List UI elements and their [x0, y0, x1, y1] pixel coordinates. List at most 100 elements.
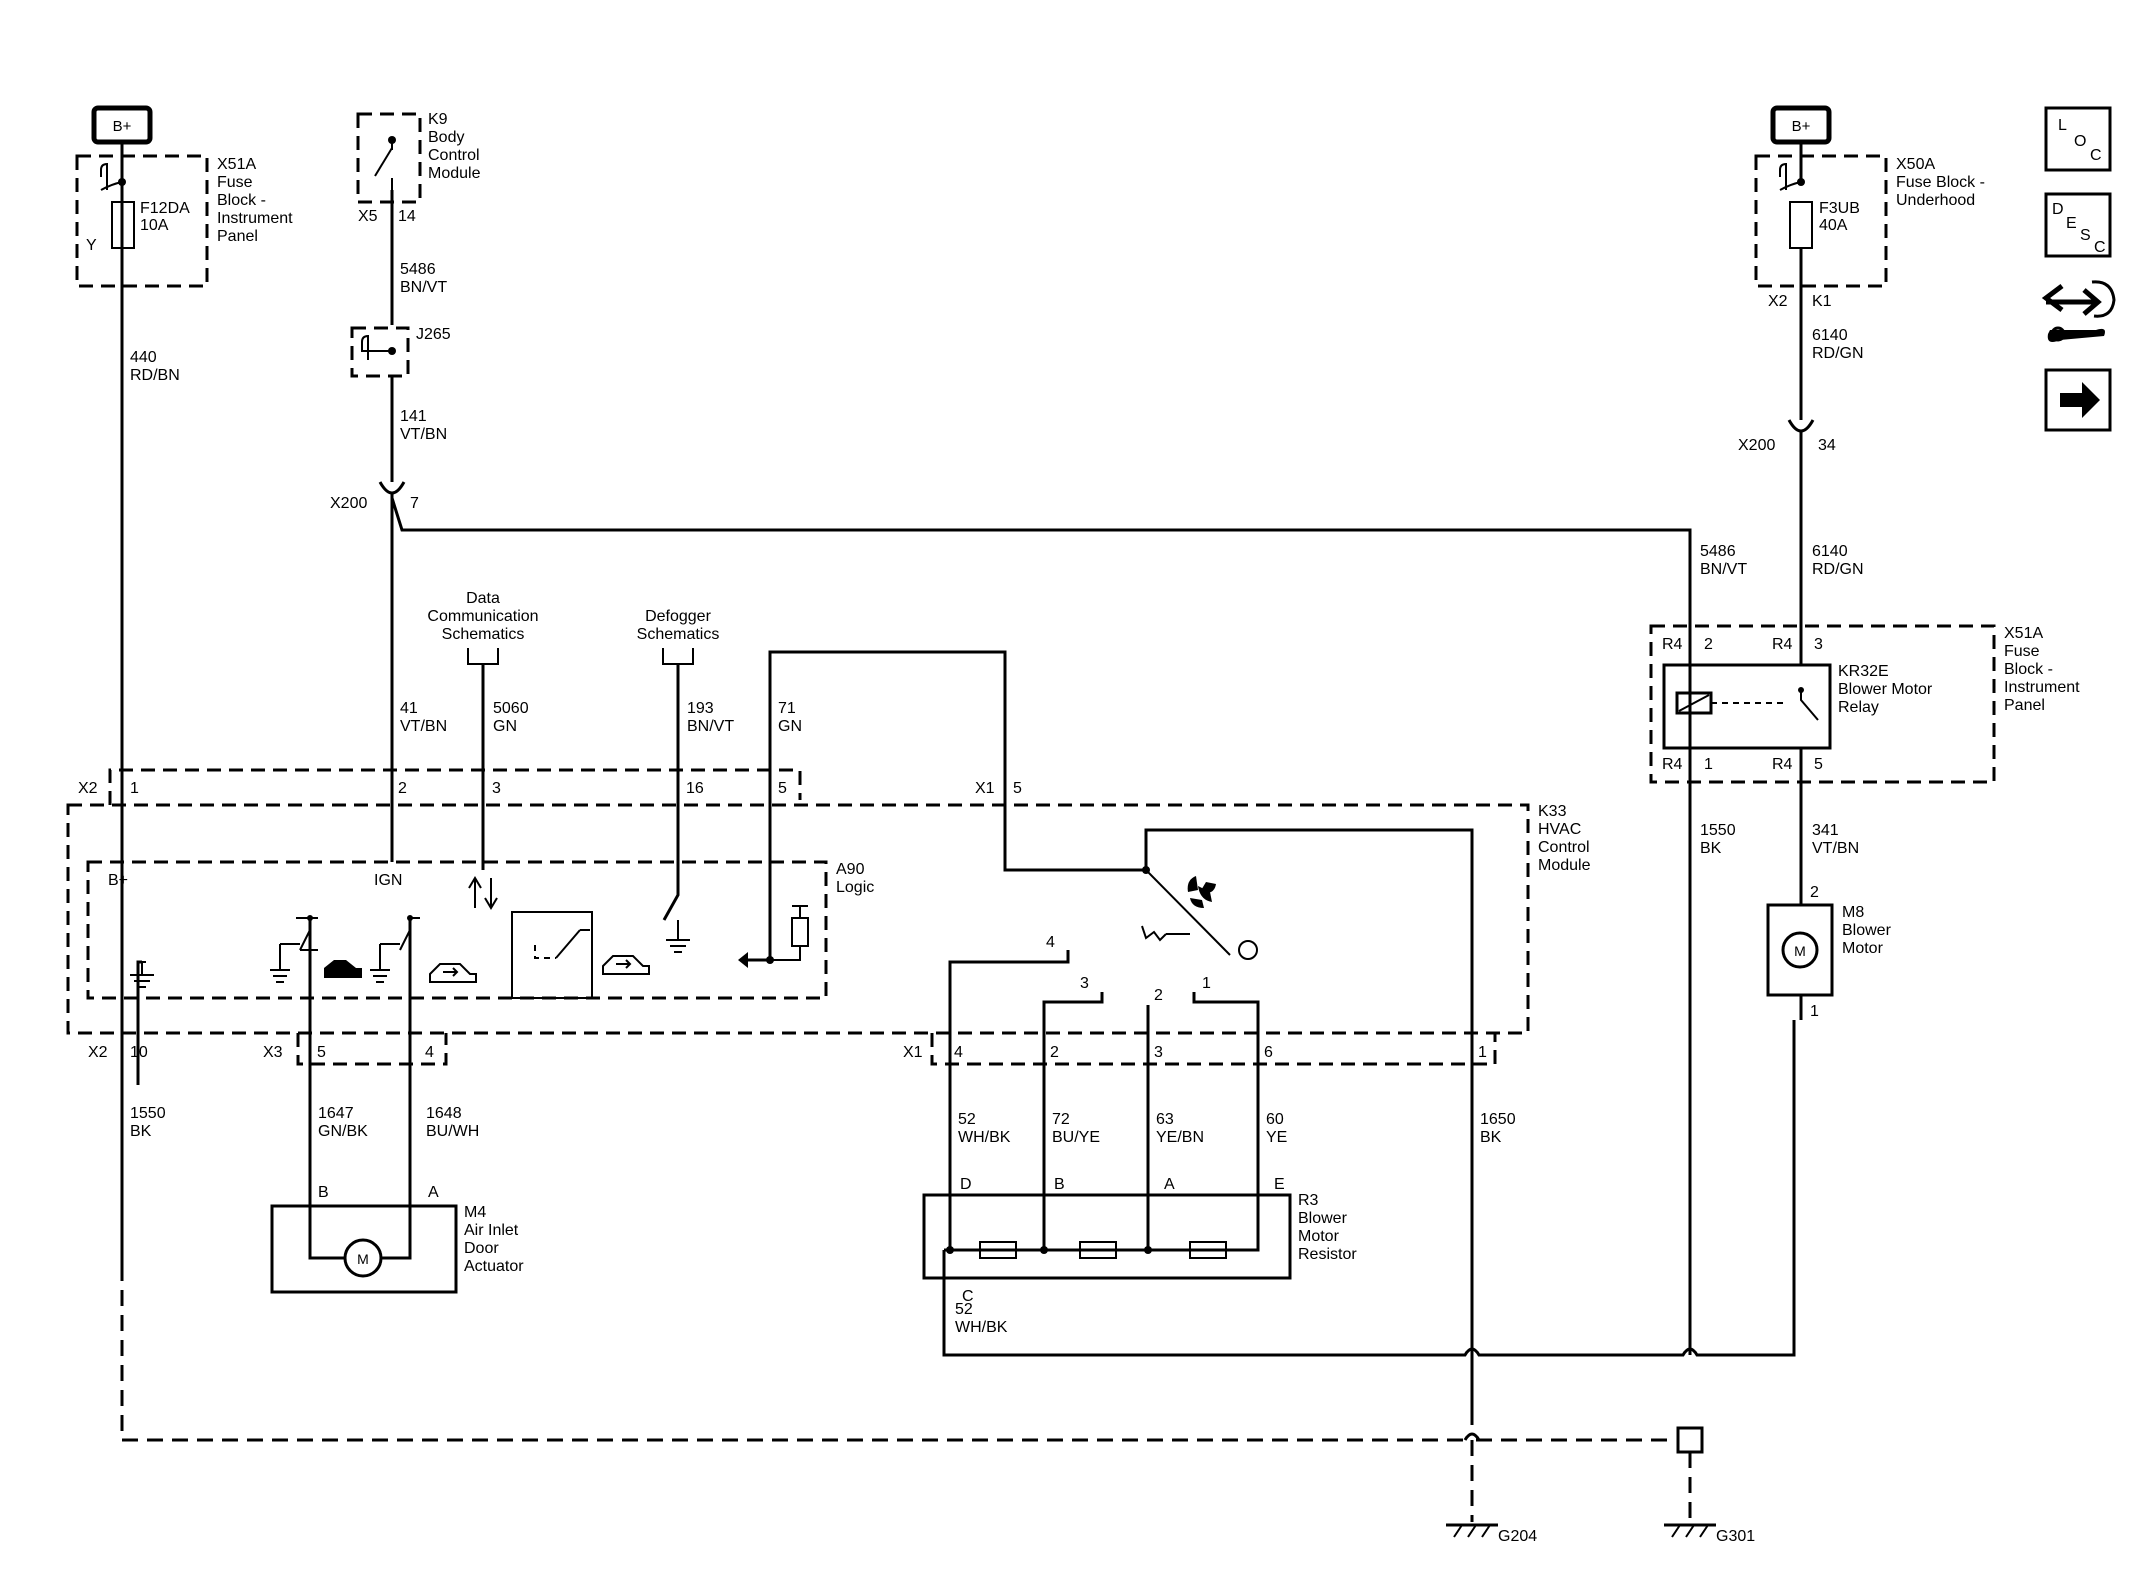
switch-pin: 2	[1154, 987, 1163, 1004]
lower-wiring: 1550 BK 1647 GN/BK 1648 BU/WH 52 WH/BK 7…	[120, 990, 1796, 1545]
fuse-block-x51a-left: B+ Y F12DA 10A X51A Fuse Block - Instrum…	[75, 105, 293, 990]
wire-5060-number: 5060	[493, 700, 529, 717]
m8-pin-top: 2	[1810, 884, 1819, 901]
recirc-switch	[270, 915, 362, 1085]
fuse-f3ub: F3UB	[1819, 200, 1860, 217]
wire-1550-color: BK	[130, 1123, 152, 1140]
wire-1648-color: BU/WH	[426, 1123, 479, 1140]
r3-pin-c: C	[962, 1288, 974, 1305]
k33-x1-bottom-pin: 3	[1154, 1044, 1163, 1061]
relay-bot-left-conn: R4	[1662, 756, 1683, 773]
m4-desc: Air Inlet	[464, 1222, 519, 1239]
wire-440-color: RD/BN	[130, 367, 180, 384]
wire-141-color: VT/BN	[400, 426, 447, 443]
fuse-f12da: F12DA	[140, 200, 190, 217]
fuse-rating-40a: 40A	[1819, 217, 1848, 234]
wire-193-color: BN/VT	[687, 718, 734, 735]
loc-icon[interactable]: L O C	[2044, 106, 2112, 172]
k33-x2-pin: 1	[130, 780, 139, 797]
wire-1647-color: GN/BK	[318, 1123, 368, 1140]
desc-icon[interactable]: D E S C	[2044, 192, 2112, 258]
fuse-block-x50a: B+ F3UB 40A X50A Fuse Block - Underhood …	[1754, 105, 1985, 420]
a90-name: A90	[836, 861, 865, 878]
m8-pin-bottom: 1	[1810, 1003, 1819, 1020]
switch-pin: 4	[1046, 934, 1055, 951]
relay-block-desc: Block -	[2004, 661, 2053, 678]
wire-1550b-color: BK	[1700, 840, 1722, 857]
splice-j265: J265 141 VT/BN	[350, 326, 451, 470]
ground-g301: G301	[1716, 1528, 1755, 1545]
k33-desc: Module	[1538, 857, 1591, 874]
wire-1647-number: 1647	[318, 1105, 354, 1122]
wire-5486-color: BN/VT	[400, 279, 447, 296]
relay-bot-right-conn: R4	[1772, 756, 1793, 773]
wire-63-color: YE/BN	[1156, 1129, 1204, 1146]
x50a-name: X50A	[1896, 156, 1935, 173]
wire-72-number: 72	[1052, 1111, 1070, 1128]
relay-bot-left-pin: 1	[1704, 756, 1713, 773]
x50a-desc: Underhood	[1896, 192, 1975, 209]
switch-pin: 3	[1080, 975, 1089, 992]
relay-kr32e-desc: Blower Motor	[1838, 681, 1933, 698]
r3-name: R3	[1298, 1192, 1319, 1209]
k9-desc: Control	[428, 147, 480, 164]
wire-52b-number: 52	[955, 1301, 973, 1318]
recirc-car-icon	[324, 960, 362, 978]
next-arrow-icon[interactable]	[2044, 368, 2112, 432]
m4-pin-b: B	[318, 1184, 329, 1201]
x200-left-name: X200	[330, 495, 367, 512]
k9-desc: Body	[428, 129, 464, 146]
desc-letter: S	[2080, 227, 2091, 244]
wire-5060-color: GN	[493, 718, 517, 735]
desc-letter: E	[2066, 215, 2077, 232]
wire-6140b-number: 6140	[1812, 543, 1848, 560]
r3-pin: B	[1054, 1176, 1065, 1193]
k33-x1-bottom-pin: 6	[1264, 1044, 1273, 1061]
x51a-desc: Instrument	[217, 210, 293, 227]
wire-1550-number: 1550	[130, 1105, 166, 1122]
connector-x200-right: X200 34 6140 RD/GN 5486 BN/VT	[1700, 408, 1864, 665]
k33-x2-label: X2	[78, 780, 98, 797]
fresh-air-car-icon	[429, 963, 477, 983]
k9-pin-14: 14	[398, 208, 416, 225]
ground-g204: G204	[1498, 1528, 1537, 1545]
wire-41-color: VT/BN	[400, 718, 447, 735]
x200-left-pin: 7	[410, 495, 419, 512]
a90-desc: Logic	[836, 879, 874, 896]
connector-wrench-icon[interactable]	[2041, 280, 2116, 342]
side-toolbar: L O C D E S C	[2041, 106, 2116, 432]
k33-desc: HVAC	[1538, 821, 1581, 838]
data-communication-reference: Data Communication Schematics 5060 GN	[427, 590, 539, 870]
loc-letter: L	[2058, 117, 2067, 134]
wire-71-number: 71	[778, 700, 796, 717]
m8-name: M8	[1842, 904, 1864, 921]
wire-71-color: GN	[778, 718, 802, 735]
k33-x2-pin: 2	[398, 780, 407, 797]
k33-hvac-control-module: X2 1 2 3 16 5 X1 5 K33 HVAC Control Modu…	[66, 768, 1591, 1066]
data-comm-text: Data	[466, 590, 500, 607]
wire-193-number: 193	[687, 700, 714, 717]
m4-name: M4	[464, 1204, 486, 1221]
wire-63-number: 63	[1156, 1111, 1174, 1128]
a90-logic: A90 Logic B+ IGN	[86, 860, 874, 1085]
wire-141-number: 141	[400, 408, 427, 425]
loc-letter: O	[2074, 133, 2086, 150]
k33-x3-pin: 5	[317, 1044, 326, 1061]
relay-kr32e-name: KR32E	[1838, 663, 1889, 680]
data-comm-text: Schematics	[442, 626, 525, 643]
r3-desc: Resistor	[1298, 1246, 1357, 1263]
wire-1648-number: 1648	[426, 1105, 462, 1122]
wire-6140-color: RD/GN	[1812, 345, 1864, 362]
wire-5486-number: 5486	[400, 261, 436, 278]
switch-pin: 1	[1202, 975, 1211, 992]
x200-right-name: X200	[1738, 437, 1775, 454]
k33-x1-bottom-pin: 1	[1478, 1044, 1487, 1061]
loc-letter: C	[2090, 147, 2102, 164]
bplus-label-right: B+	[1792, 118, 1811, 135]
k9-desc: Module	[428, 165, 481, 182]
k33-x2-bottom-label: X2	[88, 1044, 108, 1061]
m8-motor-symbol: M	[1794, 943, 1806, 959]
m8-desc: Motor	[1842, 940, 1884, 957]
defogger-text: Defogger	[645, 608, 711, 625]
defrost-car-icon	[602, 955, 650, 975]
